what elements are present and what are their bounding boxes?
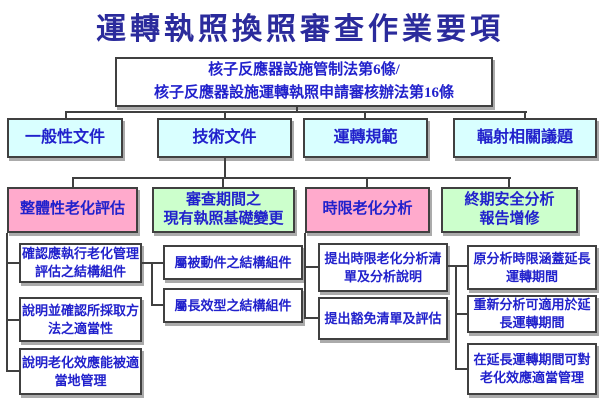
connector-line: [304, 233, 306, 319]
node-reanalysis-applicable: 重新分析可適用於延 長運轉期間: [467, 295, 597, 333]
node-exemption-list: 提出豁免清單及評估: [318, 297, 448, 340]
connector-line: [508, 177, 510, 187]
node-radiation-issues: 輻射相關議題: [453, 118, 597, 158]
connector-line: [524, 111, 526, 119]
node-time-limited-aging-analysis: 時限老化分析: [305, 187, 430, 233]
connector-line: [151, 304, 163, 306]
node-law-basis: 核子反應器設施管制法第6條/ 核子反應器設施運轉執照申請審核辦法第16條: [115, 57, 493, 107]
node-license-basis-change-during-review: 審查期間之 現有執照基礎變更: [152, 187, 295, 233]
connector-line: [448, 265, 467, 267]
node-method-adequacy: 說明並確認所採取方 法之適當性: [19, 297, 142, 342]
connector-line: [304, 266, 318, 268]
node-passive-components: 屬被動件之結構組件: [163, 245, 303, 280]
connector-line: [72, 177, 74, 187]
connector-line: [151, 262, 153, 305]
node-aging-effects-managed: 說明老化效應能被適 當地管理: [19, 348, 142, 395]
node-long-lived-components: 屬長效型之結構組件: [163, 288, 303, 323]
connector-line: [296, 105, 298, 113]
connector-line: [366, 177, 368, 187]
node-technical-documents: 技術文件: [157, 118, 292, 158]
connector-line: [455, 313, 467, 315]
connector-line: [222, 177, 224, 187]
node-integrated-aging-assessment: 整體性老化評估: [7, 187, 138, 233]
connector-line: [6, 262, 19, 264]
node-tlaa-list: 提出時限老化分析清 單及分析說明: [318, 243, 448, 292]
connector-line: [364, 111, 366, 119]
connector-line: [224, 111, 226, 119]
node-identify-structures-components: 確認應執行老化管理 評估之結構組件: [19, 243, 142, 283]
node-aging-managed-in-extension: 在延長運轉期間可對 老化效應適當管理: [467, 343, 597, 395]
node-fsar-supplement: 終期安全分析 報告增修: [441, 187, 578, 233]
connector-line: [304, 317, 318, 319]
connector-line: [65, 111, 527, 113]
connector-line: [6, 370, 19, 372]
page-title: 運轉執照換照審查作業要項: [96, 13, 504, 46]
connector-line: [65, 111, 67, 119]
connector-line: [6, 233, 8, 372]
node-general-documents: 一般性文件: [7, 118, 123, 158]
connector-line: [224, 158, 226, 178]
connector-line: [6, 319, 19, 321]
node-operating-specifications: 運轉規範: [303, 118, 428, 158]
node-analysis-covers-extended-period: 原分析時限涵蓋延長 運轉期間: [467, 245, 597, 290]
connector-line: [455, 368, 467, 370]
connector-line: [455, 265, 457, 370]
connector-line: [72, 177, 511, 179]
